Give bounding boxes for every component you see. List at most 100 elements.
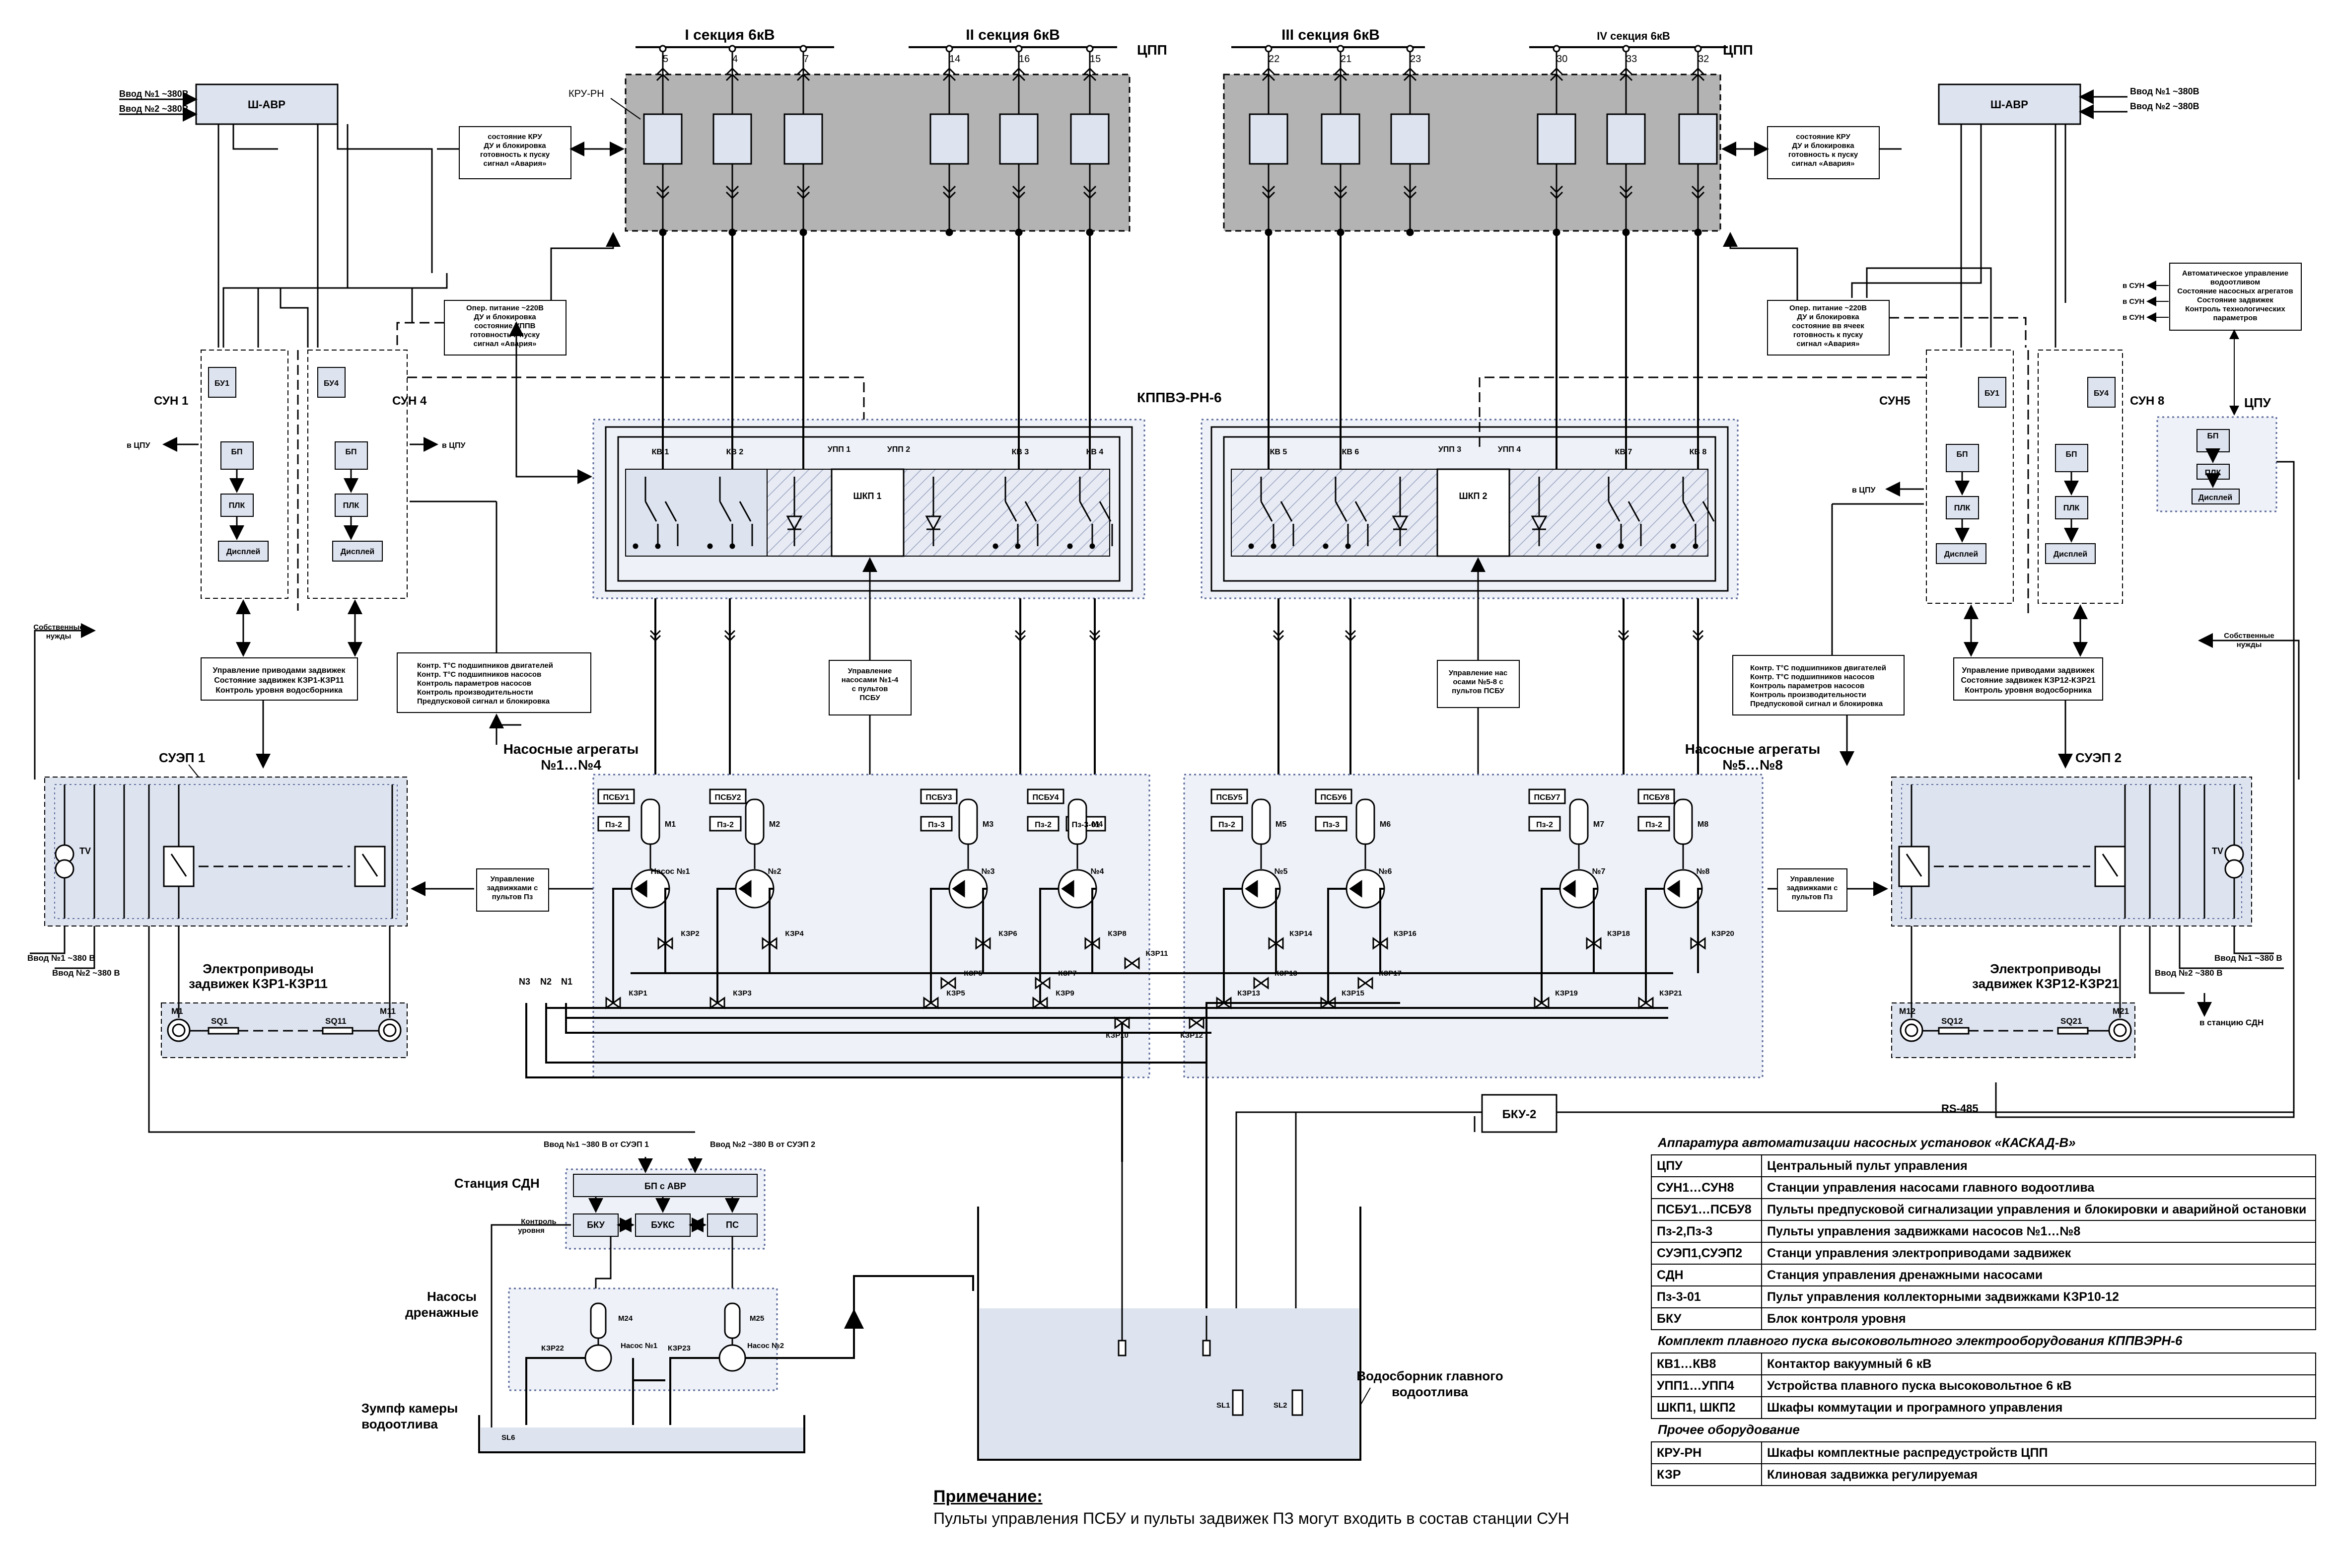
upp2-label: УПП 2 <box>887 445 910 454</box>
cell-21: 21 <box>1341 54 1351 65</box>
kv3-label: КВ 3 <box>1012 448 1029 456</box>
n1-label: N1 <box>561 977 572 987</box>
valve-label: КЗР21 <box>1659 989 1682 998</box>
psbu-box <box>920 788 958 804</box>
valve-label: КЗР11 <box>1146 949 1168 958</box>
sump-1: водоотлива <box>361 1417 438 1431</box>
own-needs-l-0: Собственные <box>33 623 83 632</box>
valve <box>1586 933 1602 950</box>
pump-unit <box>597 788 670 909</box>
oper-r-4: сигнал «Авария» <box>1797 340 1860 348</box>
pz-label: Пз-2 <box>1218 821 1235 829</box>
legend-desc: Пульт управления коллекторными задвижкам… <box>1761 1285 2316 1308</box>
sun5-bu1 <box>1978 377 2006 408</box>
psbu-label: ПСБУ2 <box>714 793 741 802</box>
valve <box>940 977 956 990</box>
valve <box>923 993 939 1009</box>
valve-label: КЗР15 <box>1342 989 1364 998</box>
sun1-display <box>218 541 269 562</box>
valve <box>1638 993 1654 1009</box>
legend-desc: Пульты управления задвижками насосов №1…… <box>1761 1220 2316 1243</box>
sun4-bp-label: БП <box>346 448 357 456</box>
kv-switch <box>1670 477 1716 549</box>
ctrl-params-r-2: Контроль параметров насосов <box>1750 682 1864 690</box>
pz-label: Пз-2 <box>1035 821 1052 829</box>
kv-switch <box>992 477 1039 549</box>
kv5-label: КВ 5 <box>1270 448 1287 456</box>
sun8-bu4 <box>2087 377 2116 408</box>
cpu-info-5: параметров <box>2213 314 2257 322</box>
sun8-bp <box>2055 444 2088 472</box>
cell-7: 7 <box>803 54 809 65</box>
cell-16: 16 <box>1019 54 1030 65</box>
sdn-vvod2: Ввод №2 ~380 В от СУЭП 2 <box>710 1140 815 1149</box>
legend-abbr: Пз-3-01 <box>1651 1285 1762 1308</box>
kru-cell <box>1070 45 1110 236</box>
ctrl-pumps-r-2: пультов ПСБУ <box>1452 687 1504 695</box>
sq-sq1: SQ1 <box>211 1016 228 1026</box>
cell-22: 22 <box>1269 54 1279 65</box>
psbu-label: ПСБУ6 <box>1320 793 1346 802</box>
suep2-frame <box>1891 777 2252 927</box>
sq-m21: М21 <box>2113 1006 2129 1016</box>
upp-unit <box>1392 477 1409 546</box>
sun8-plc <box>2055 496 2088 519</box>
to-sun-1: в СУН <box>2123 282 2144 290</box>
sun8-display-label: Дисплей <box>2054 550 2087 559</box>
agg-l-0: Насосные агрегаты <box>503 741 639 757</box>
sdn-buks <box>635 1213 691 1237</box>
valve <box>762 933 778 950</box>
oper-l-2: состояние УППВ <box>474 322 535 330</box>
cpp-label-left: ЦПП <box>1137 42 1167 58</box>
sun4-plc-label: ПЛК <box>343 501 359 510</box>
ctrl-valves-r-0: Управление <box>1790 875 1835 883</box>
cell-33: 33 <box>1626 54 1637 65</box>
own-needs-r-0: Собственные <box>2224 632 2274 640</box>
kru-cell <box>1390 45 1430 236</box>
upp-unit <box>1531 477 1548 546</box>
pz-label: Пз-3 <box>928 821 945 829</box>
cell-32: 32 <box>1698 54 1709 65</box>
valve <box>1372 933 1388 950</box>
electro-r-0: Электроприводы <box>1990 961 2101 976</box>
oper-r-0: Опер. питание ~220В <box>1789 304 1867 312</box>
sun4-to-cpu: в ЦПУ <box>442 441 466 450</box>
kru-state-r-1: ДУ и блокировка <box>1792 142 1854 150</box>
motor-label: М6 <box>1380 820 1391 829</box>
ctrl-params-r-4: Предпусковой сигнал и блокировка <box>1750 700 1883 708</box>
motor <box>958 798 978 845</box>
sun1-plc-label: ПЛК <box>229 501 245 510</box>
pz-label: Пз-2 <box>1645 821 1662 829</box>
psbu-box <box>1210 788 1248 804</box>
cpp-panel-right <box>1223 73 1721 232</box>
sun4-label: СУН 4 <box>392 394 427 408</box>
valve-label: КЗР1 <box>629 989 647 998</box>
pump-label: №6 <box>1379 867 1392 876</box>
ctrl-drives-l-1: Состояние задвижек КЗР1-КЗР11 <box>214 676 344 685</box>
drain-p1: Насос №1 <box>621 1342 657 1350</box>
drain-kzr23: КЗР23 <box>668 1344 691 1353</box>
sun8-bu4-label: БУ4 <box>2094 389 2109 398</box>
cpu-info-box <box>2169 263 2302 331</box>
ctrl-valves-left <box>476 868 549 912</box>
legend-abbr: БКУ <box>1651 1307 1762 1330</box>
psbu-box <box>597 788 635 804</box>
sl6-label: SL6 <box>501 1433 515 1442</box>
psbu-label: ПСБУ3 <box>925 793 952 802</box>
ctrl-pumps-l-0: Управление <box>848 667 892 675</box>
pz-box <box>709 816 742 832</box>
legend-abbr: СУН1…СУН8 <box>1651 1176 1762 1199</box>
sun1-bp-label: БП <box>231 448 243 456</box>
valve-label: КЗР14 <box>1289 929 1312 938</box>
sdn-title: Станция СДН <box>454 1176 540 1191</box>
suep1-tv: TV <box>79 846 91 856</box>
motor-label: М2 <box>769 820 780 829</box>
legend-desc: Шкафы комплектные распредустройств ЦПП <box>1761 1441 2316 1464</box>
sun5-bu1-label: БУ1 <box>1984 389 1999 398</box>
